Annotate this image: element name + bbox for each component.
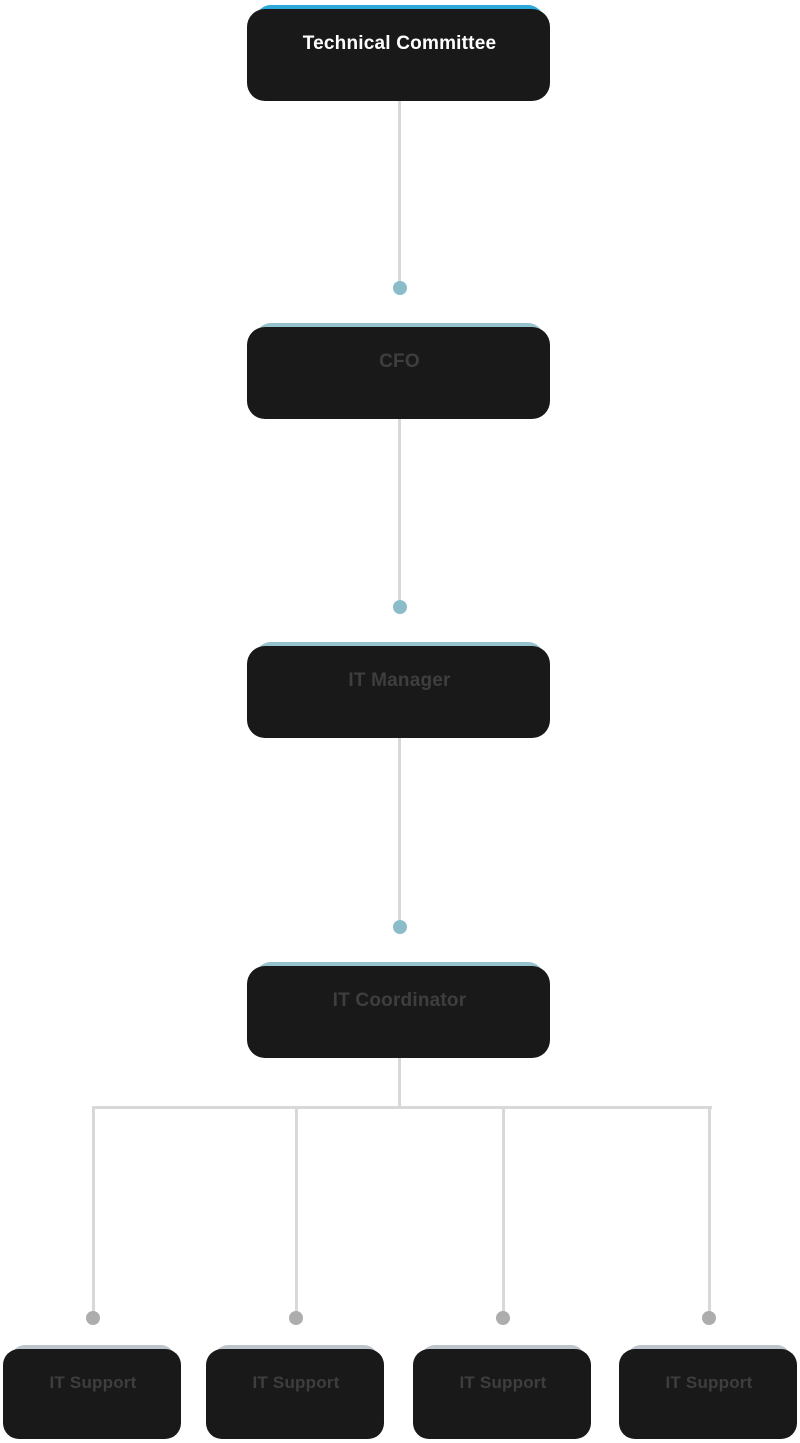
connector-dot-itsupport-2 [289, 1311, 303, 1325]
connector-line-itmanager-itcoordinator [398, 724, 401, 920]
node-it-support-4: IT Support [619, 1345, 797, 1439]
node-cfo: CFO [247, 323, 550, 419]
node-cfo-label: CFO [379, 350, 420, 372]
node-it-support-3-label: IT Support [459, 1372, 547, 1392]
connector-line-itsupport-3 [501, 1106, 505, 1312]
connector-line-itcoordinator-stem [398, 1044, 401, 1108]
node-it-support-4-label: IT Support [665, 1372, 753, 1392]
connector-line-itsupport-4 [707, 1106, 711, 1312]
node-it-support-1-label: IT Support [49, 1372, 137, 1392]
node-it-support-1: IT Support [3, 1345, 181, 1439]
connector-dot-cfo [392, 281, 407, 295]
connector-dot-itmanager [392, 600, 407, 614]
connector-dot-itsupport-1 [86, 1311, 100, 1325]
node-technical-committee: Technical Committee [247, 5, 550, 101]
connector-line-branch-horizontal [91, 1106, 712, 1109]
node-it-support-2-label: IT Support [252, 1372, 340, 1392]
node-it-coordinator: IT Coordinator [247, 962, 550, 1058]
node-it-manager-label: IT Manager [348, 669, 451, 691]
connector-line-tc-cfo [398, 86, 401, 282]
node-it-support-2: IT Support [206, 1345, 384, 1439]
node-it-support-3: IT Support [413, 1345, 591, 1439]
node-technical-committee-label: Technical Committee [302, 32, 497, 54]
connector-dot-itcoordinator [392, 920, 407, 934]
connector-dot-itsupport-3 [496, 1311, 510, 1325]
node-it-coordinator-label: IT Coordinator [332, 989, 467, 1011]
node-it-manager: IT Manager [247, 642, 550, 738]
connector-line-itsupport-2 [294, 1106, 298, 1312]
connector-dot-itsupport-4 [702, 1311, 716, 1325]
connector-line-cfo-itmanager [398, 404, 401, 600]
connector-line-itsupport-1 [91, 1106, 95, 1312]
